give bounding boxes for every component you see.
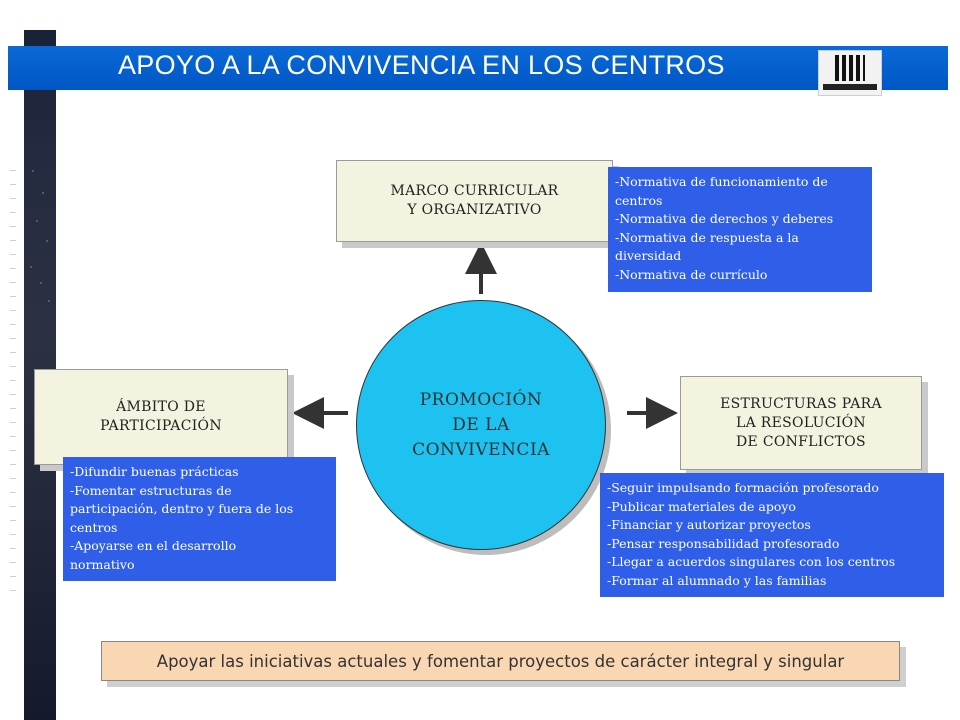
box-marco-curricular: MARCO CURRICULAR Y ORGANIZATIVO [336, 160, 613, 242]
logo-icon [818, 50, 882, 96]
note-left-line: -Difundir buenas prácticas [70, 464, 239, 479]
note-top-line: -Normativa de respuesta a la [615, 229, 799, 245]
center-label: PROMOCIÓN DE LA CONVIVENCIA [412, 389, 550, 460]
page-title: APOYO A LA CONVIVENCIA EN LOS CENTROS [118, 50, 725, 80]
note-right-line: -Seguir impulsando formación profesorado [607, 480, 879, 495]
bottom-banner: Apoyar las iniciativas actuales y foment… [101, 641, 900, 681]
bottom-banner-text: Apoyar las iniciativas actuales y foment… [156, 651, 845, 671]
note-right-line: -Financiar y autorizar proyectos [607, 517, 811, 532]
note-top: -Normativa de funcionamiento de centros … [608, 167, 872, 292]
note-top-line: -Normativa de funcionamiento de [615, 174, 828, 189]
note-top-line: centros [615, 192, 663, 208]
note-left-line: normativo [70, 556, 135, 572]
note-top-line: -Normativa de derechos y deberes [615, 211, 834, 226]
title-bar [8, 46, 948, 90]
note-top-line: -Normativa de currículo [615, 266, 768, 282]
side-ticks [10, 170, 16, 600]
box-ambito-participacion: ÁMBITO DE PARTICIPACIÓN [34, 369, 288, 465]
note-left: -Difundir buenas prácticas -Fomentar est… [63, 457, 336, 581]
box-ambito-participacion-label: ÁMBITO DE PARTICIPACIÓN [100, 399, 222, 434]
center-circle: PROMOCIÓN DE LA CONVIVENCIA [356, 300, 606, 550]
note-left-line: centros [70, 519, 118, 535]
note-right-line: -Pensar responsabilidad profesorado [607, 535, 840, 551]
note-right: -Seguir impulsando formación profesorado… [600, 473, 944, 597]
box-estructuras-conflictos-label: ESTRUCTURAS PARA LA RESOLUCIÓN DE CONFLI… [720, 395, 882, 450]
note-left-line: participación, dentro y fuera de los [70, 501, 294, 516]
note-right-line: -Formar al alumnado y las familias [607, 572, 827, 588]
box-marco-curricular-label: MARCO CURRICULAR Y ORGANIZATIVO [390, 183, 559, 218]
note-right-line: -Llegar a acuerdos singulares con los ce… [607, 554, 896, 569]
note-left-line: -Fomentar estructuras de [70, 482, 232, 498]
note-right-line: -Publicar materiales de apoyo [607, 498, 796, 514]
box-estructuras-conflictos: ESTRUCTURAS PARA LA RESOLUCIÓN DE CONFLI… [680, 376, 922, 470]
note-left-line: -Apoyarse en el desarrollo [70, 538, 237, 553]
note-top-line: diversidad [615, 248, 682, 263]
